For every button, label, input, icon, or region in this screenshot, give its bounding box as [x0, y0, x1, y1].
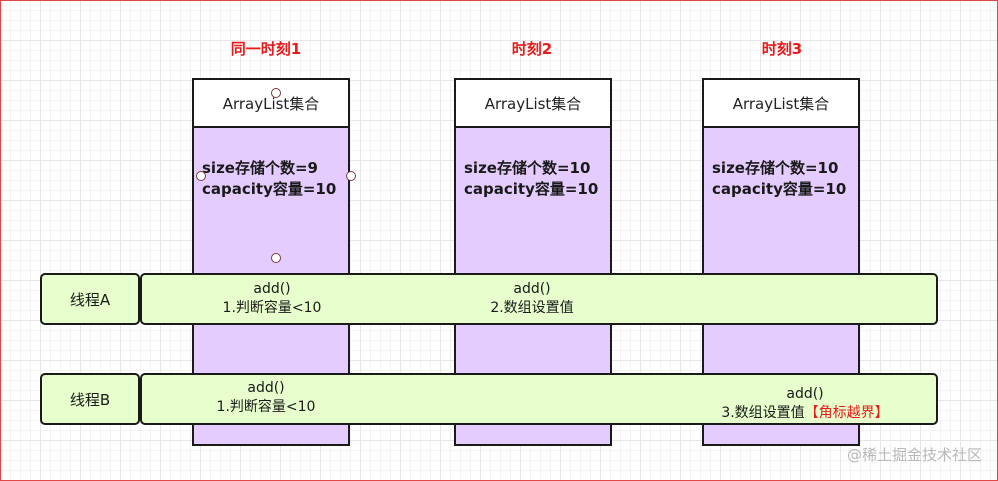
capacity-value-3: capacity容量=10 [712, 180, 847, 198]
capacity-value-1: capacity容量=10 [202, 180, 337, 198]
thread-b-op-2-step: 3.数组设置值 [721, 405, 805, 421]
thread-a-op-1-method: add() [253, 281, 291, 297]
size-value-2: size存储个数=10 [464, 159, 591, 177]
time-label-3: 时刻3 [761, 40, 803, 58]
index-out-of-bounds-error: 【角标越界】 [804, 405, 889, 421]
thread-b-lane[interactable] [140, 373, 938, 425]
selection-handle-right[interactable] [346, 171, 356, 181]
arraylist-header-1: ArrayList集合 [194, 80, 348, 128]
thread-a-op-2: add() 2.数组设置值 [472, 280, 592, 318]
selection-handle-top[interactable] [271, 88, 281, 98]
thread-b-op-1-step: 1.判断容量<10 [216, 399, 316, 415]
thread-b-op-1: add() 1.判断容量<10 [206, 379, 326, 417]
thread-b-label[interactable]: 线程B [40, 373, 140, 425]
thread-b-op-1-method: add() [247, 380, 285, 396]
thread-b-op-2: add() 3.数组设置值【角标越界】 [700, 385, 910, 423]
thread-a-op-2-step: 2.数组设置值 [490, 300, 574, 316]
watermark: @稀土掘金技术社区 [846, 446, 982, 464]
time-label-1: 同一时刻1 [230, 40, 302, 58]
capacity-value-2: capacity容量=10 [464, 180, 599, 198]
size-value-1: size存储个数=9 [202, 159, 318, 177]
size-value-3: size存储个数=10 [712, 159, 839, 177]
time-label-2: 时刻2 [511, 40, 553, 58]
thread-a-op-2-method: add() [513, 281, 551, 297]
arraylist-state-2: size存储个数=10 capacity容量=10 [456, 128, 610, 200]
thread-b-op-2-method: add() [786, 386, 824, 402]
thread-b-op-2-step-line: 3.数组设置值【角标越界】 [700, 404, 910, 423]
thread-a-label[interactable]: 线程A [40, 273, 140, 325]
arraylist-header-2: ArrayList集合 [456, 80, 610, 128]
thread-a-lane[interactable] [140, 273, 938, 325]
thread-a-op-1: add() 1.判断容量<10 [212, 280, 332, 318]
selection-handle-left[interactable] [196, 171, 206, 181]
arraylist-state-1: size存储个数=9 capacity容量=10 [194, 128, 348, 200]
arraylist-header-3: ArrayList集合 [704, 80, 858, 128]
thread-a-op-1-step: 1.判断容量<10 [222, 300, 322, 316]
arraylist-state-3: size存储个数=10 capacity容量=10 [704, 128, 858, 200]
selection-handle-bottom[interactable] [271, 253, 281, 263]
